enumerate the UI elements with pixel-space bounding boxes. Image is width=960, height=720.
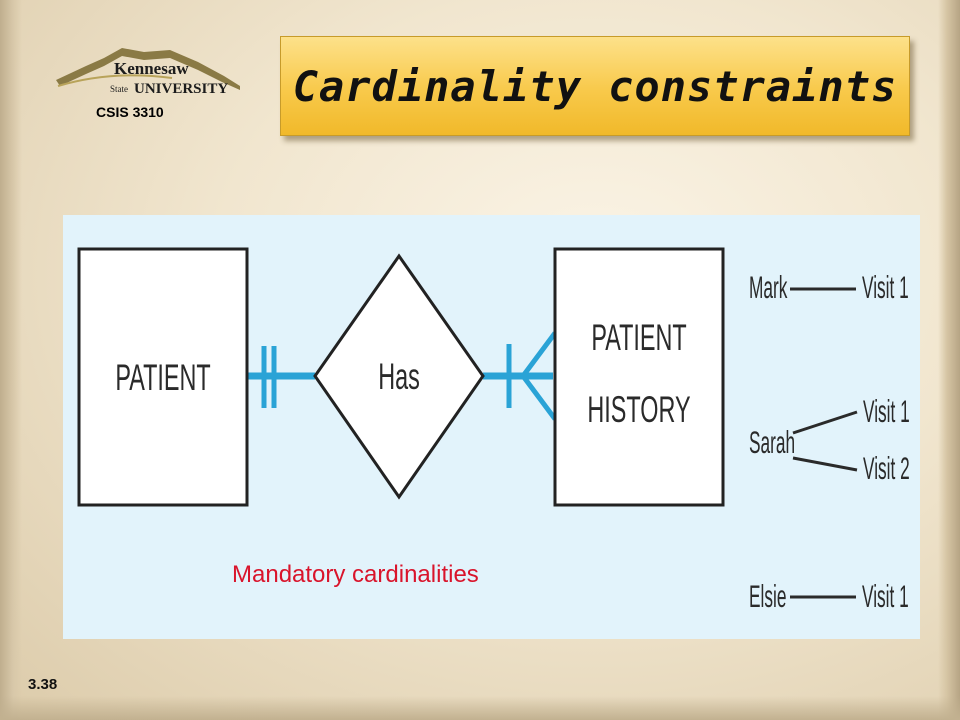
logo-mountain-shape <box>56 48 240 90</box>
instance-name: Mark <box>749 271 788 306</box>
instance-visit: Visit 1 <box>862 271 909 306</box>
instance-visit-2: Visit 2 <box>863 452 910 487</box>
slide-number: 3.38 <box>28 676 58 693</box>
entity-history-label-2: HISTORY <box>587 388 690 430</box>
er-diagram-canvas: PATIENT Has PATIENT HISTORY Mark Visit 1… <box>77 247 910 615</box>
entity-patient-history <box>553 247 725 507</box>
university-logo: Kennesaw State UNIVERSITY <box>56 48 240 97</box>
slide-frame-bottom <box>0 696 960 720</box>
instance-name: Sarah <box>749 426 795 461</box>
entity-patient <box>77 247 249 507</box>
entity-history-label-1: PATIENT <box>591 316 686 358</box>
instance-link-1 <box>792 410 858 435</box>
slide-title: Cardinality constraints <box>292 61 898 111</box>
instance-elsie: Elsie Visit 1 <box>749 580 909 615</box>
crows-foot-bottom <box>520 374 558 421</box>
course-code: CSIS 3310 <box>96 104 164 120</box>
logo-kennesaw: Kennesaw <box>114 59 189 78</box>
title-banner: Cardinality constraints <box>280 36 910 136</box>
instance-mark: Mark Visit 1 <box>749 271 909 306</box>
slide-frame-left <box>0 0 22 720</box>
instance-name: Elsie <box>749 580 786 615</box>
crows-foot-top <box>520 331 558 378</box>
instance-visit: Visit 1 <box>862 580 909 615</box>
slide-frame-right <box>938 0 960 720</box>
relationship-has <box>313 253 485 500</box>
relationship-has-label: Has <box>378 355 420 397</box>
er-diagram: PATIENT Has PATIENT HISTORY Mark Visit 1… <box>63 215 920 639</box>
instance-sarah: Sarah Visit 1 Visit 2 <box>749 395 910 487</box>
logo-university: UNIVERSITY <box>134 81 228 97</box>
instance-link-2 <box>792 456 858 472</box>
logo-state: State <box>110 84 128 94</box>
caption-mandatory: Mandatory cardinalities <box>232 561 479 588</box>
instance-visit-1: Visit 1 <box>863 395 910 430</box>
entity-patient-label: PATIENT <box>115 356 210 398</box>
